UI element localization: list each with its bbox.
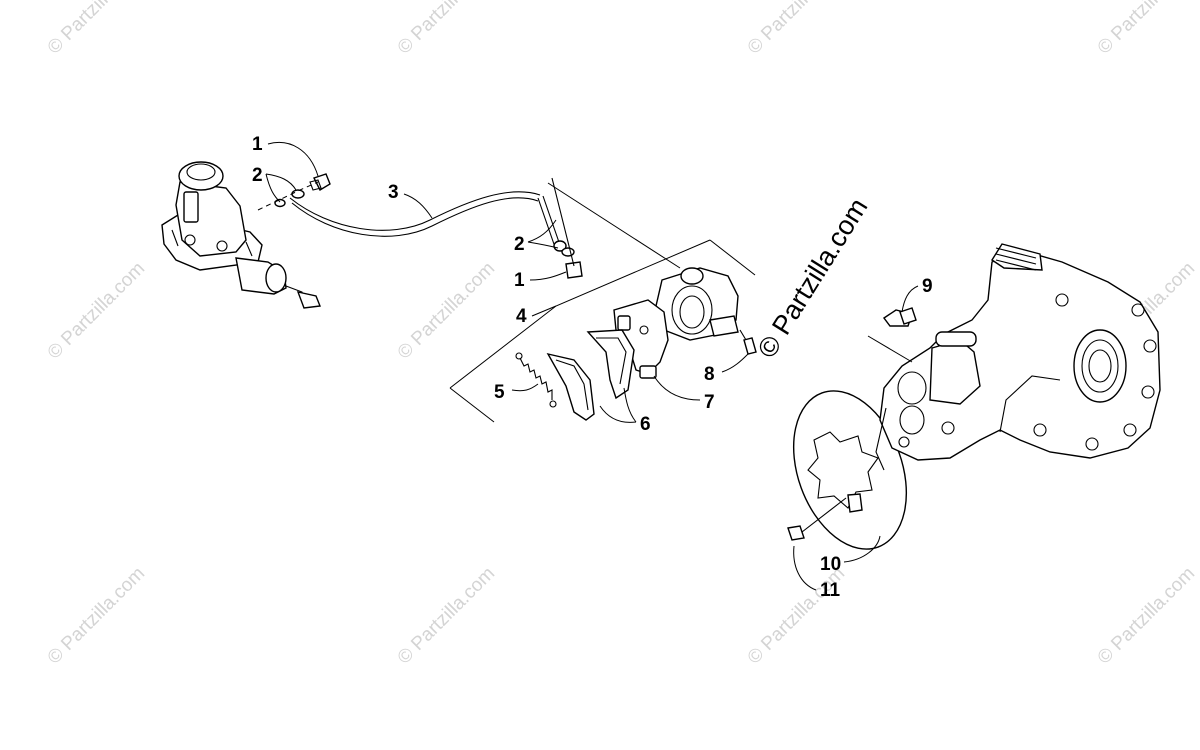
callout-1-top: 1 (252, 134, 263, 155)
watermark-text: © Partzilla.com (744, 563, 849, 668)
callout-11: 11 (820, 580, 841, 601)
watermark-text: © Partzilla.com (1094, 563, 1199, 668)
watermark-main: © Partzilla.com (752, 193, 874, 363)
callout-2-caliper: 2 (514, 234, 525, 255)
callout-7: 7 (704, 392, 715, 413)
caliper-assembly-box (449, 182, 756, 423)
callout-labels: 1 2 3 2 1 4 5 6 7 8 9 10 11 (252, 134, 933, 601)
caliper-bracket (613, 299, 669, 379)
watermark-text: © Partzilla.com (394, 0, 499, 59)
gear-case (875, 243, 1161, 471)
crush-washers-top (257, 181, 319, 211)
banjo-bolt-top (309, 173, 331, 191)
callout-10: 10 (820, 554, 841, 575)
banjo-bolt-caliper (551, 177, 583, 279)
watermark-text: © Partzilla.com (44, 563, 149, 668)
callout-8: 8 (704, 364, 715, 385)
callout-6: 6 (640, 414, 651, 435)
callout-3: 3 (388, 182, 399, 203)
master-cylinder (161, 161, 321, 309)
watermark-text: © Partzilla.com (44, 0, 149, 59)
watermark-text: © Partzilla.com (394, 563, 499, 668)
brake-pad-outer (586, 329, 635, 400)
watermark-text: © Partzilla.com (1094, 0, 1199, 59)
callout-2-top: 2 (252, 165, 263, 186)
callout-5: 5 (494, 382, 505, 403)
disc-bolt (787, 497, 847, 541)
watermark-text: © Partzilla.com (44, 258, 149, 363)
caliper-bolt (739, 329, 757, 355)
brake-disc (792, 390, 908, 550)
callout-1-caliper: 1 (514, 270, 525, 291)
watermark-text: © Partzilla.com (744, 0, 849, 59)
brake-caliper (655, 267, 739, 341)
pad-spring (515, 352, 557, 408)
callout-4: 4 (516, 306, 527, 327)
gear-case-bolt (867, 307, 917, 363)
leader-lines (265, 142, 919, 591)
callout-9: 9 (922, 276, 933, 297)
brake-hose (289, 191, 567, 252)
brake-pad-inner (546, 352, 595, 421)
watermark-text: © Partzilla.com (394, 258, 499, 363)
